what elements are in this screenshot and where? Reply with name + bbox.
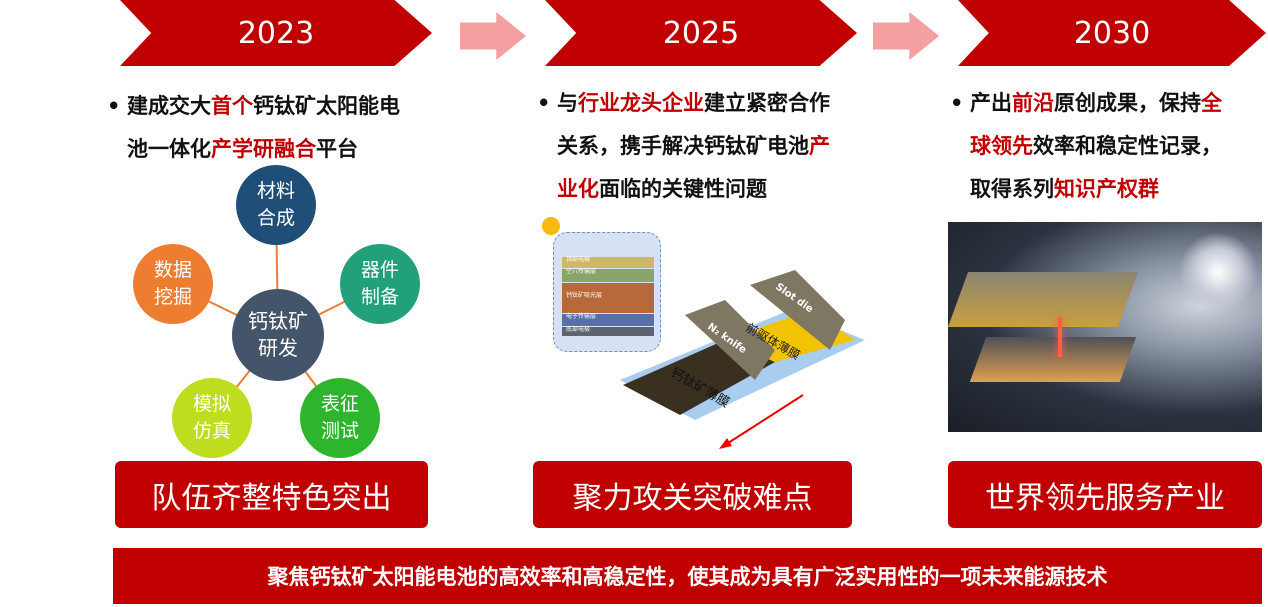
bullet-2023: • 建成交大首个钙钛矿太阳能电 池一体化产学研融合平台 bbox=[107, 94, 400, 161]
footer-text: 聚焦钙钛矿太阳能电池的高效率和高稳定性，使其成为具有广泛实用性的一项未来能源技术 bbox=[267, 565, 1108, 589]
bullet-2025: • 与行业龙头企业建立紧密合作 关系，携手解决钙钛矿电池产 业化面临的关键性问题 bbox=[537, 91, 830, 201]
node-material-synthesis: 材料合成 bbox=[236, 165, 316, 245]
slot-die-coating-illustration: N₂ knife Slot die 前驱体薄膜 钙钛矿薄膜 bbox=[620, 270, 865, 449]
node-center-perovskite-rd: 钙钛矿研发 bbox=[232, 289, 324, 381]
node-characterization: 表征测试 bbox=[300, 378, 380, 458]
node-device-fabrication: 器件制备 bbox=[340, 244, 420, 324]
year-banner-2023: 2023 bbox=[120, 0, 432, 66]
device-stack-illustration: 顶部电极 空穴传输层 钙钛矿吸光层 电子传输层 底部电极 bbox=[542, 217, 661, 352]
team-highlight-box: 队伍齐整特色突出 bbox=[115, 461, 428, 528]
perovskite-future-image bbox=[948, 222, 1262, 432]
node-simulation: 模拟仿真 bbox=[172, 378, 252, 458]
industry-highlight-box: 世界领先服务产业 bbox=[948, 461, 1262, 528]
year-label: 2025 bbox=[662, 15, 740, 51]
arrow-icon bbox=[873, 12, 939, 60]
year-banner-2030: 2030 bbox=[958, 0, 1266, 66]
year-label: 2030 bbox=[1073, 15, 1151, 51]
footer-banner: 聚焦钙钛矿太阳能电池的高效率和高稳定性，使其成为具有广泛实用性的一项未来能源技术 bbox=[113, 548, 1262, 604]
year-label: 2023 bbox=[237, 15, 315, 51]
year-banner-2025: 2025 bbox=[545, 0, 857, 66]
bullet-2030: • 产出前沿原创成果，保持全 球领先效率和稳定性记录， 取得系列知识产权群 bbox=[950, 91, 1222, 201]
node-data-mining: 数据挖掘 bbox=[133, 244, 213, 324]
breakthrough-highlight-box: 聚力攻关突破难点 bbox=[533, 461, 852, 528]
sun-icon bbox=[542, 217, 560, 235]
